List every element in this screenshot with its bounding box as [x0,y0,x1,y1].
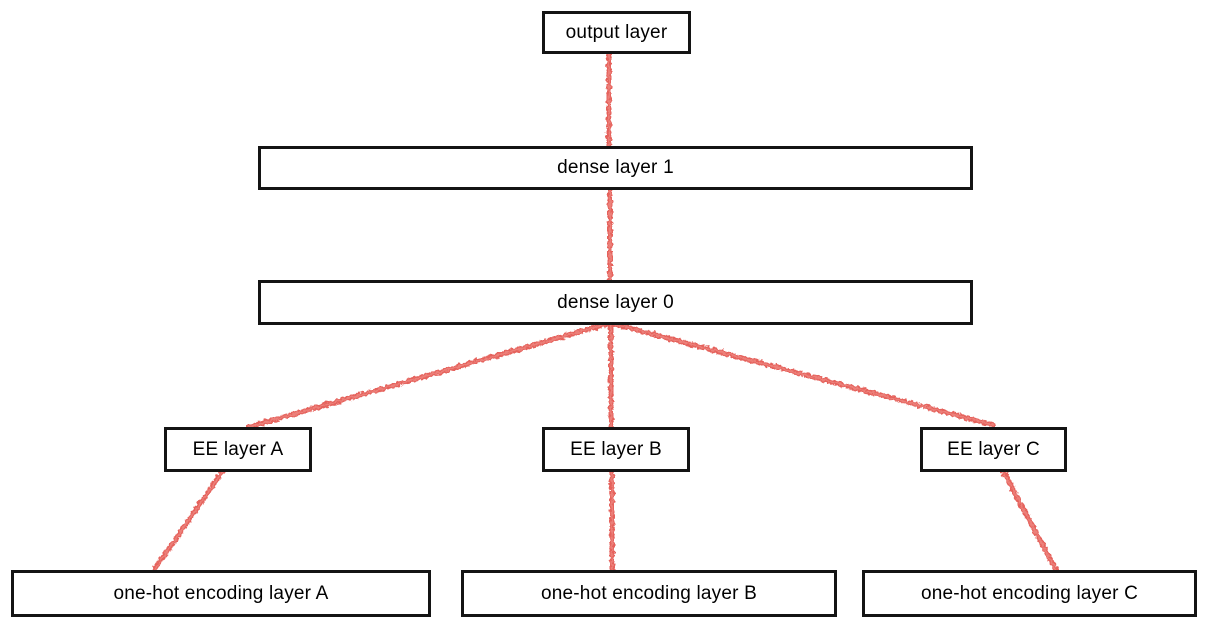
node-dense-layer-1: dense layer 1 [258,146,973,190]
node-output-layer: output layer [542,11,691,54]
edge-onehotA-to-eeA [153,470,224,571]
node-ee-layer-a: EE layer A [164,427,312,472]
node-ee-layer-c: EE layer C [920,427,1067,472]
edge-onehotC-to-eeC [1002,470,1057,571]
node-dense-layer-0: dense layer 0 [258,280,973,325]
edge-eeA-to-dense0 [248,322,611,428]
node-one-hot-encoding-layer-b: one-hot encoding layer B [461,570,837,617]
node-one-hot-encoding-layer-a: one-hot encoding layer A [11,570,431,617]
node-ee-layer-b: EE layer B [542,427,690,472]
edge-eeC-to-dense0 [610,322,994,426]
node-one-hot-encoding-layer-c: one-hot encoding layer C [862,570,1197,617]
